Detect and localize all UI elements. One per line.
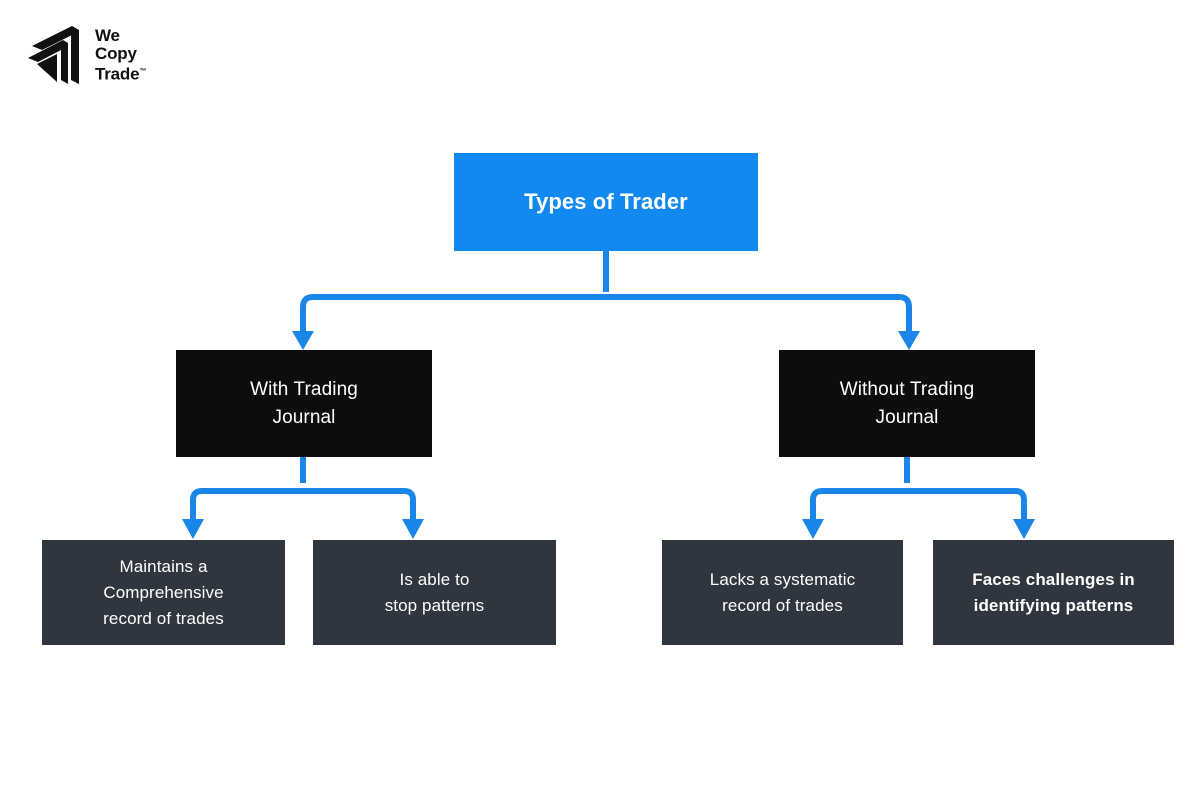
trademark-symbol: ™ [139,67,147,75]
node-is-able-to-stop-patterns-label: Is able to stop patterns [384,569,485,615]
node-lacks-systematic-record[interactable]: Lacks a systematic record of trades [662,540,903,645]
node-types-of-trader[interactable]: Types of Trader [454,153,758,251]
node-without-trading-journal[interactable]: Without Trading Journal [779,350,1035,457]
brand-logo: We Copy Trade™ [26,24,146,86]
brand-wordmark: We Copy Trade™ [95,25,146,84]
brand-line-1: We [95,25,120,45]
node-maintains-comprehensive-record-label: Maintains a Comprehensive record of trad… [103,556,224,628]
node-without-trading-journal-label: Without Trading Journal [839,378,975,428]
brand-line-3: Trade™ [95,63,146,84]
node-faces-challenges-identifying-patterns[interactable]: Faces challenges in identifying patterns [933,540,1174,645]
node-with-trading-journal-label: With Trading Journal [250,378,358,428]
node-is-able-to-stop-patterns[interactable]: Is able to stop patterns [313,540,556,645]
brand-line-3-text: Trade [95,64,140,84]
node-types-of-trader-label: Types of Trader [524,189,688,214]
node-lacks-systematic-record-label: Lacks a systematic record of trades [709,569,856,615]
node-faces-challenges-identifying-patterns-label: Faces challenges in identifying patterns [972,569,1135,615]
node-with-trading-journal[interactable]: With Trading Journal [176,350,432,457]
brand-line-2: Copy [95,43,137,63]
arrow-chevron-logo-mark [28,26,79,84]
node-maintains-comprehensive-record[interactable]: Maintains a Comprehensive record of trad… [42,540,285,645]
